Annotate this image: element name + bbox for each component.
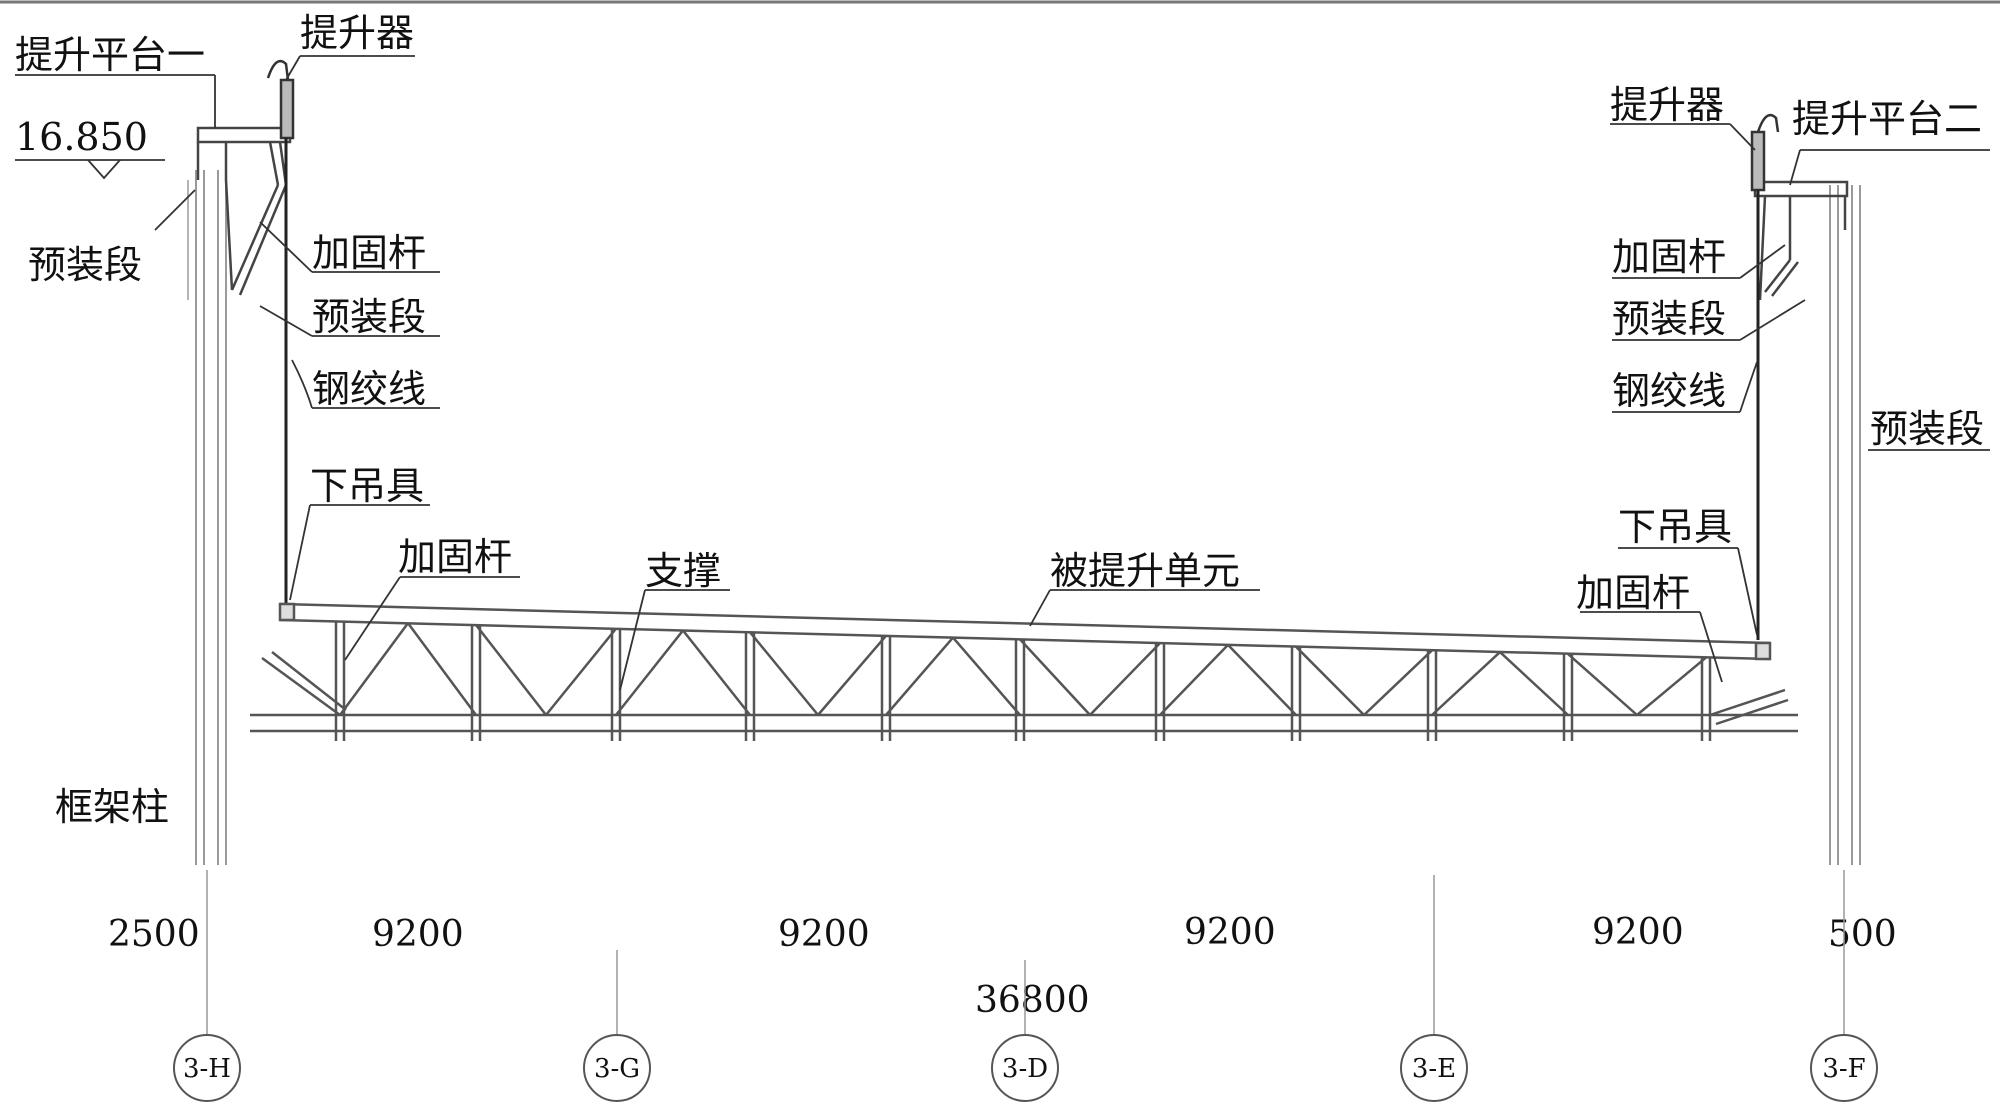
label-preassembled-segment-right-inner: 预装段 xyxy=(1612,297,1726,341)
dimension-left-offset: 2500 xyxy=(108,914,200,955)
axis-label-5: 3-F xyxy=(1822,1054,1865,1084)
truss-diagonal xyxy=(1295,645,1365,716)
dimension-span-3: 9200 xyxy=(1184,912,1276,953)
axis-bubble-3: 3-D xyxy=(991,1034,1059,1102)
label-support: 支撑 xyxy=(645,549,721,593)
axis-bubble-4: 3-E xyxy=(1400,1034,1468,1102)
label-lower-hanger-left: 下吊具 xyxy=(310,464,424,508)
truss-diagonal xyxy=(749,631,819,716)
lifting-platform-two xyxy=(1753,180,1849,301)
truss-diagonal xyxy=(1636,656,1707,716)
truss-diagonal xyxy=(475,624,547,716)
label-reinforcing-rod-lower-right: 加固杆 xyxy=(1576,571,1690,615)
truss-diagonal xyxy=(1089,642,1161,716)
truss-diagonal xyxy=(615,629,684,716)
label-lifting-platform-one: 提升平台一 xyxy=(15,33,205,77)
truss-diagonal xyxy=(406,622,478,716)
leader-lines xyxy=(15,55,1990,691)
label-reinforcing-rod-upper-right: 加固杆 xyxy=(1612,235,1726,279)
label-reinforcing-rod-lower-left: 加固杆 xyxy=(398,535,512,579)
truss-diagonal xyxy=(952,636,1021,716)
truss-diagonal xyxy=(1019,638,1091,716)
label-preassembled-segment-left-inner: 预装段 xyxy=(312,295,426,339)
label-frame-column: 框架柱 xyxy=(55,785,169,829)
truss-diagonal xyxy=(885,636,954,716)
lifting-platform-one xyxy=(196,126,292,296)
label-reinforcing-rod-upper-left: 加固杆 xyxy=(312,231,426,275)
label-steel-strand-right: 钢绞线 xyxy=(1612,369,1726,413)
label-steel-strand-left: 钢绞线 xyxy=(312,367,426,411)
label-lifting-platform-two: 提升平台二 xyxy=(1792,97,1982,141)
truss-diagonal xyxy=(1159,644,1229,716)
right-frame-column xyxy=(1829,185,1861,865)
left-frame-column xyxy=(187,170,227,865)
truss-diagonal xyxy=(338,622,410,716)
axis-label-4: 3-E xyxy=(1412,1054,1456,1084)
truss-diagonal xyxy=(1567,652,1638,716)
truss-diagonal xyxy=(545,627,617,716)
truss-diagonal xyxy=(1227,644,1297,716)
label-lifter-left: 提升器 xyxy=(300,11,414,55)
axis-bubble-5: 3-F xyxy=(1810,1034,1878,1102)
label-preassembled-segment-left-outer: 预装段 xyxy=(28,243,142,287)
grid-axis-lines xyxy=(206,870,1845,1035)
label-lifted-unit: 被提升单元 xyxy=(1050,549,1240,593)
truss-diagonal xyxy=(1431,651,1501,716)
lifter-right xyxy=(1750,113,1780,192)
axis-bubble-1: 3-H xyxy=(173,1034,241,1102)
axis-label-3: 3-D xyxy=(1002,1054,1048,1084)
truss-web-members xyxy=(334,621,1712,741)
truss-diagonal xyxy=(682,629,751,716)
label-lower-hanger-right: 下吊具 xyxy=(1618,505,1732,549)
truss-diagonal xyxy=(817,634,887,716)
truss-diagonal xyxy=(1363,649,1433,716)
dimension-span-2: 9200 xyxy=(778,914,870,955)
truss-diagonal xyxy=(1499,651,1569,716)
axis-bubble-2: 3-G xyxy=(583,1034,651,1102)
dimension-total: 36800 xyxy=(975,980,1090,1021)
label-lifter-right: 提升器 xyxy=(1610,83,1724,127)
lifter-left xyxy=(266,59,295,140)
axis-label-1: 3-H xyxy=(183,1054,231,1084)
label-preassembled-segment-right-outer: 预装段 xyxy=(1870,407,1984,451)
dimension-span-4: 9200 xyxy=(1592,912,1684,953)
dimension-right-offset: 500 xyxy=(1828,914,1897,955)
dimension-span-1: 9200 xyxy=(372,914,464,955)
label-elevation: 16.850 xyxy=(15,115,148,159)
axis-label-2: 3-G xyxy=(594,1054,640,1084)
